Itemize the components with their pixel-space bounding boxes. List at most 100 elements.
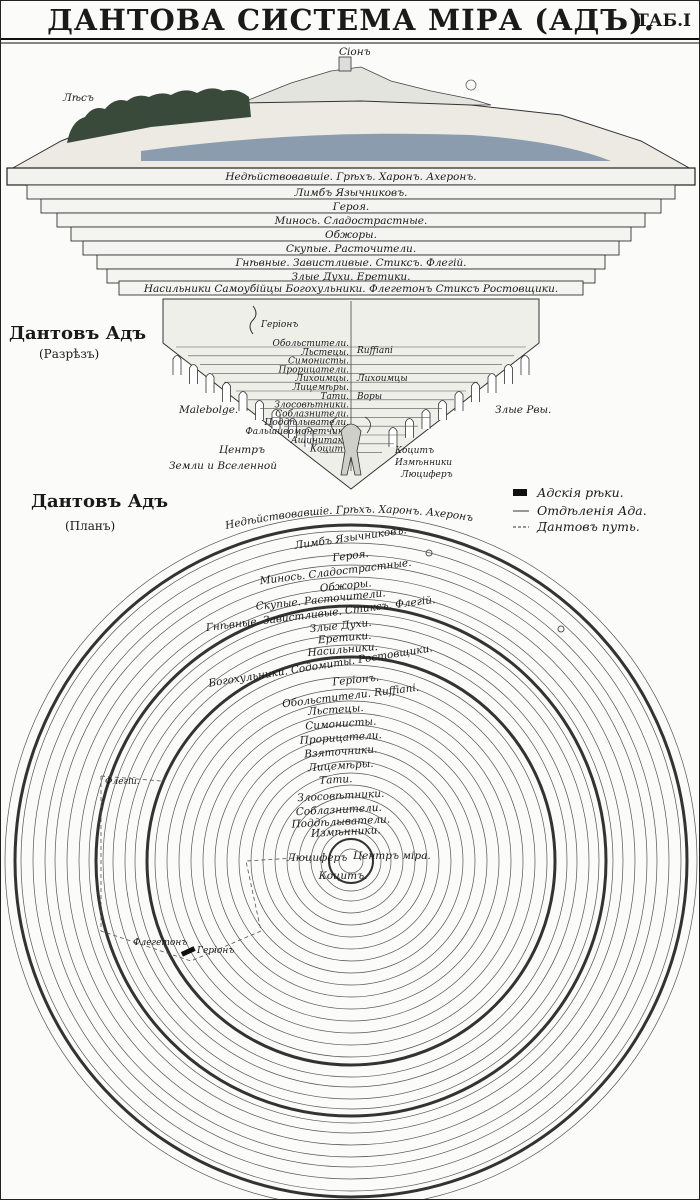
inner-label-3: Прорицатели. (278, 365, 350, 375)
label-forest: Лѣсъ (62, 92, 94, 104)
plan-label-15: Взяточники. (303, 743, 378, 760)
circle-label-1: Лимбъ Язычниковъ. (294, 187, 408, 199)
inner-right-label-1: Лихоимцы (356, 374, 408, 384)
flegias-boat (180, 946, 196, 957)
plan-label-19: Соблазнители. (296, 802, 383, 818)
section-view: Недѣйствовавшіе. Грѣхъ. Харонъ. Ахеронъ.… (6, 56, 696, 490)
lucifer-icon (340, 423, 362, 476)
plan-ring-22 (274, 784, 428, 938)
surface-water (141, 133, 611, 161)
legend: Адскія рѣки. Отдѣленія Ада. Дантовъ путь… (513, 485, 647, 534)
plan-ring-18 (226, 736, 476, 986)
plan-marker (425, 549, 433, 557)
label-cocytus: Коцитъ (394, 446, 434, 456)
plan-ring-4 (54, 564, 648, 1158)
plan-label-12: Льстецы. (307, 702, 364, 718)
inner-label-5: Лицемѣры. (292, 383, 349, 393)
plan-rings (4, 514, 698, 1199)
arch-right-3 (471, 382, 480, 402)
sun-icon (465, 79, 477, 91)
plan-ring-5 (66, 576, 636, 1146)
wing-icon (331, 416, 371, 434)
plan-label-18: Злосовѣтники. (297, 788, 385, 805)
plan-ring-12 (154, 664, 548, 1058)
page-title: ДАНТОВА СИСТЕМА МІРА (АДЪ). (47, 3, 655, 37)
inner-right-label-0: Ruffiani (356, 346, 393, 356)
arch-right-5 (438, 400, 447, 420)
plan-center: Центръ міра. (353, 850, 431, 862)
plan-ring-1 (20, 530, 682, 1192)
label-center-2: Земли и Вселенной (169, 460, 277, 472)
plan-marker-2 (557, 625, 565, 633)
plan-ring-11 (134, 644, 568, 1078)
plan-ring-21 (262, 772, 440, 950)
label-malebolge: Malebolge. (178, 404, 238, 416)
inner-label-7: Злосовѣтники. (274, 401, 349, 411)
plan-ring-23 (286, 796, 416, 926)
plan-label-17: Тати. (319, 773, 353, 787)
plan-label-1: Героя. (331, 548, 370, 564)
inner-label-0: Обольстители. (272, 338, 349, 349)
arch-right-2 (487, 373, 497, 393)
plan-ring-10 (124, 634, 578, 1088)
arch-right-7 (405, 418, 414, 438)
arch-left-1 (189, 364, 198, 384)
plan-label-10: Геріонъ. (331, 672, 380, 689)
terrace-8 (118, 280, 584, 296)
plan-ring-27 (338, 848, 364, 874)
label-zlye-rvy: Злые Рвы. (495, 404, 551, 416)
label-traitors: Измѣнники (394, 458, 452, 468)
gerion-icon (249, 305, 257, 335)
river-cocytus (328, 838, 374, 884)
plan-flegeton: Флегетонъ (133, 938, 187, 948)
arch-right-0 (520, 355, 530, 375)
river-acheron (13, 523, 689, 1199)
inner-divisions: Обольстители.Льстецы.Симонисты.Прорицате… (176, 338, 526, 455)
arch-left-6 (271, 409, 281, 429)
sion-tower (338, 56, 352, 72)
plan-label-16: Лицемѣры. (307, 758, 374, 775)
arch-right-6 (421, 409, 431, 429)
plan-ring-14 (178, 688, 524, 1034)
circle-label-2: Героя. (332, 201, 370, 213)
plan-label-13: Симонисты. (305, 716, 377, 733)
river-phlegethon (145, 655, 557, 1067)
plan-ring-2 (32, 542, 670, 1180)
section-subheading: (Разрѣзъ) (39, 347, 100, 361)
inner-label-10: Фальшивомонетчики (245, 427, 349, 437)
plan-ring-7 (88, 598, 614, 1124)
plan-ring-26 (320, 830, 382, 892)
inner-label-1: Льстецы. (300, 348, 349, 358)
circle-label-4: Обжоры. (325, 229, 377, 241)
inner-label-11: Ашинитакъ (290, 436, 349, 446)
inner-label-4: Лихоимцы. (294, 374, 349, 384)
forest (67, 88, 251, 143)
label-center-1: Центръ (219, 444, 265, 456)
plan-ring-3 (44, 554, 658, 1168)
inner-label-8: Соблазнители. (275, 408, 349, 419)
plan-ring-6 (78, 588, 624, 1134)
arch-left-3 (222, 382, 231, 402)
label-sion: Сіонъ (339, 46, 371, 58)
arch-right-4 (454, 391, 464, 411)
legend-swatch-rivers (513, 489, 527, 496)
legend-divisions-label: Отдѣленія Ада. (537, 503, 647, 518)
section-heading: Дантовъ Адъ (9, 323, 147, 344)
plan-ring-0 (4, 514, 698, 1199)
inner-label-6: Тати. (320, 392, 349, 402)
circle-label-8: Насильники Самоубійцы Богохульники. Флег… (143, 283, 558, 295)
circle-label-6: Гнѣвные. Завистливые. Стиксъ. Флегій. (234, 257, 466, 269)
plan-labels: Лимбъ Язычниковъ.Героя.Минось. Сладостра… (204, 524, 436, 882)
legend-rivers-label: Адскія рѣки. (536, 485, 624, 500)
plan-ring-17 (214, 724, 488, 998)
plan-ring-16 (202, 712, 500, 1010)
inner-label-9: Поддѣлыватели. (263, 418, 349, 428)
label-lucifer: Люциферъ (400, 470, 453, 480)
plan-label-22: Коцитъ. (318, 870, 368, 882)
arch-left-8 (304, 427, 314, 447)
plan-flegias: Флегій. (105, 777, 140, 787)
dante-path (100, 775, 312, 962)
terraces: Недѣйствовавшіе. Грѣхъ. Харонъ. Ахеронъ.… (26, 171, 676, 296)
circle-label-5: Скупые. Расточители. (286, 243, 416, 255)
